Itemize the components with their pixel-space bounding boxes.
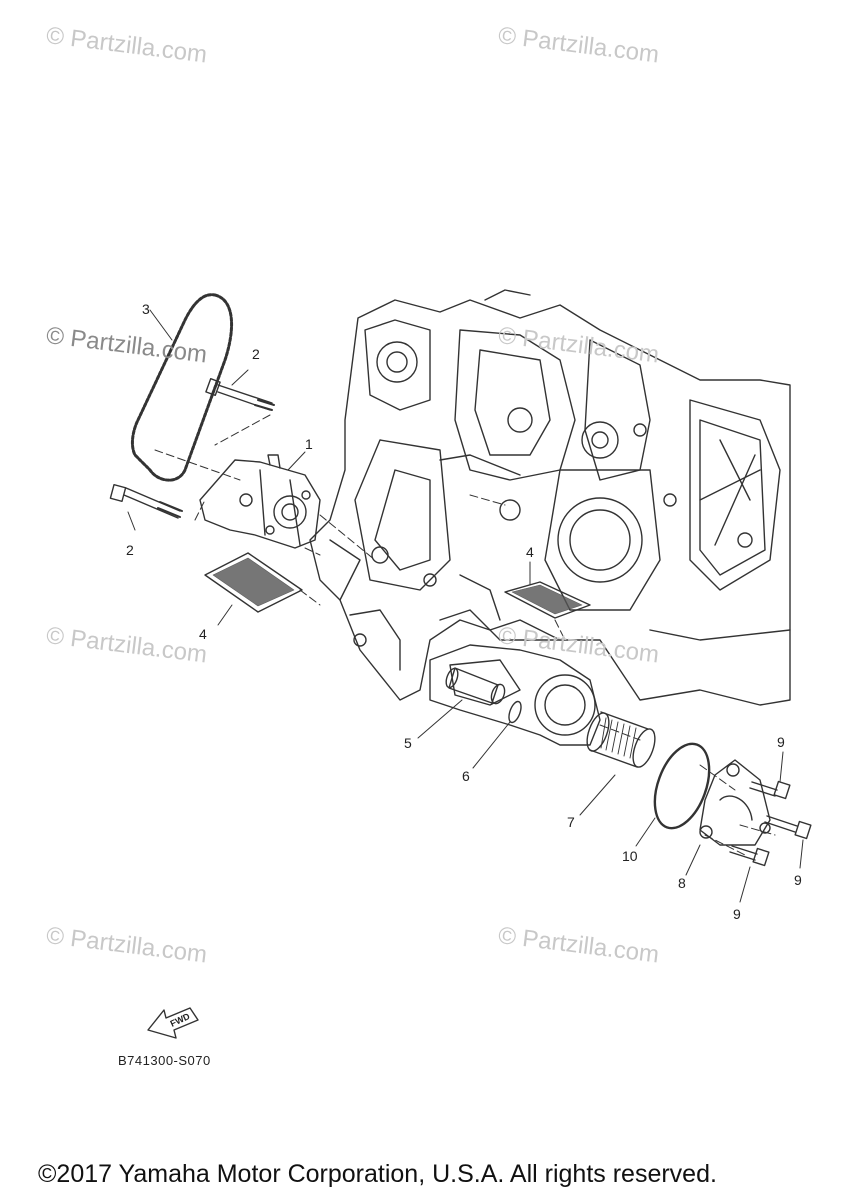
oil-pump: [199, 454, 321, 549]
o-ring-large: [653, 742, 711, 830]
callout-10: 10: [622, 848, 638, 864]
relief-valve: [445, 667, 506, 705]
cover-bolt-3: [729, 845, 770, 867]
fwd-arrow-label: FWD: [169, 1011, 192, 1029]
strainer-screen-right: [504, 581, 591, 619]
crankcase-housing: [309, 289, 791, 706]
strainer-screen-left: [204, 552, 303, 613]
callout-9: 9: [794, 872, 802, 888]
oil-filter-housing: [429, 644, 601, 746]
callout-4: 4: [526, 544, 534, 560]
callout-6: 6: [462, 768, 470, 784]
callout-9: 9: [733, 906, 741, 922]
callout-1: 1: [305, 436, 313, 452]
cover-bolt-2: [764, 815, 812, 840]
callout-7: 7: [567, 814, 575, 830]
copyright-notice: ©2017 Yamaha Motor Corporation, U.S.A. A…: [38, 1160, 717, 1188]
callout-9: 9: [777, 734, 785, 750]
reference-code: B741300-S070: [118, 1053, 211, 1068]
o-ring-small: [508, 700, 522, 724]
callout-5: 5: [404, 735, 412, 751]
oil-filter-element: [586, 711, 656, 768]
callout-4: 4: [199, 626, 207, 642]
callout-2: 2: [252, 346, 260, 362]
bolt-upper: [205, 378, 275, 411]
filter-cover: [699, 759, 771, 846]
bolt-lower: [109, 483, 183, 519]
cover-bolt-1: [749, 780, 791, 800]
cam-chain: [130, 293, 234, 482]
callout-8: 8: [678, 875, 686, 891]
callout-3: 3: [142, 301, 150, 317]
fwd-arrow-icon: [147, 1007, 199, 1039]
callout-2: 2: [126, 542, 134, 558]
